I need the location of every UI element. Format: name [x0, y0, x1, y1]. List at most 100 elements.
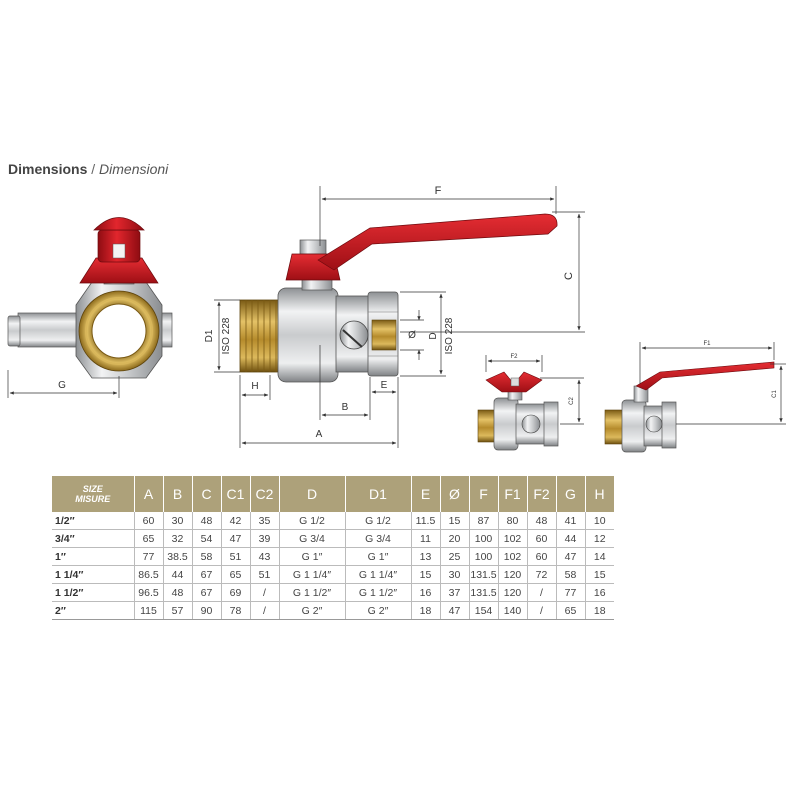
table-cell: 57	[163, 601, 193, 620]
table-cell: 51	[221, 547, 251, 566]
dim-label-D1: D1	[204, 329, 215, 342]
table-cell: G 1″	[279, 547, 346, 566]
table-cell: 65	[134, 529, 164, 548]
table-cell: 44	[163, 565, 193, 584]
table-cell: 35	[250, 512, 280, 530]
column-header: C2	[250, 476, 280, 512]
table-cell: 86.5	[134, 565, 164, 584]
table-cell: 44	[556, 529, 586, 548]
table-cell: 48	[163, 583, 193, 602]
column-header: A	[134, 476, 164, 512]
table-cell: G 3/4	[345, 529, 412, 548]
valve-side-view	[239, 213, 558, 383]
table-cell: 18	[585, 601, 614, 620]
table-cell: /	[250, 601, 280, 620]
dim-label-F1: F1	[703, 341, 711, 347]
dim-label-iso-right: ISO 228	[444, 317, 455, 354]
table-cell: 67	[192, 583, 222, 602]
table-cell: 54	[192, 529, 222, 548]
table-cell: 18	[411, 601, 441, 620]
column-header: G	[556, 476, 586, 512]
column-header: D1	[345, 476, 412, 512]
table-cell: 15	[411, 565, 441, 584]
table-cell: /	[250, 583, 280, 602]
column-header: F2	[527, 476, 557, 512]
table-cell: 58	[192, 547, 222, 566]
table-cell: 48	[527, 512, 557, 530]
table-cell: 102	[498, 529, 528, 548]
table-cell: 77	[134, 547, 164, 566]
table-cell: 32	[163, 529, 193, 548]
table-cell: 42	[221, 512, 251, 530]
table-cell: 15	[440, 512, 470, 530]
table-cell: G 2″	[345, 601, 412, 620]
table-cell: 77	[556, 583, 586, 602]
table-cell: 78	[221, 601, 251, 620]
table-cell: 16	[411, 583, 441, 602]
table-cell: 67	[192, 565, 222, 584]
dim-label-H: H	[251, 381, 258, 392]
table-cell: 140	[498, 601, 528, 620]
table-cell: 25	[440, 547, 470, 566]
table-cell: 120	[498, 565, 528, 584]
table-cell: 10	[585, 512, 614, 530]
table-cell: 60	[527, 547, 557, 566]
size-header-en: SIZE	[82, 484, 103, 494]
column-header: H	[585, 476, 615, 512]
table-cell: G 1 1/2″	[279, 583, 346, 602]
table-cell: 131.5	[469, 565, 499, 584]
size-header: SIZE MISURE	[52, 476, 135, 512]
table-cell: 47	[221, 529, 251, 548]
size-cell: 1/2″	[52, 512, 135, 530]
heading-separator: /	[87, 161, 100, 177]
table-cell: 51	[250, 565, 280, 584]
table-cell: 120	[498, 583, 528, 602]
table-cell: G 1/2	[279, 512, 346, 530]
table-cell: G 1/2	[345, 512, 412, 530]
table-cell: 12	[585, 529, 614, 548]
dim-label-iso-left: ISO 228	[221, 317, 232, 354]
table-cell: G 3/4	[279, 529, 346, 548]
table-cell: 58	[556, 565, 586, 584]
table-cell: 47	[440, 601, 470, 620]
table-cell: 60	[527, 529, 557, 548]
size-cell: 3/4″	[52, 529, 135, 548]
table-cell: /	[527, 601, 557, 620]
table-cell: 60	[134, 512, 164, 530]
dimensions-table: SIZE MISURE A B C C1 C2 D D1 E Ø F F1 F2…	[52, 476, 615, 620]
table-cell: 11.5	[411, 512, 441, 530]
table-cell: 90	[192, 601, 222, 620]
dim-label-phi: Ø	[408, 330, 416, 341]
table-cell: 48	[192, 512, 222, 530]
table-cell: 65	[221, 565, 251, 584]
dim-label-C2: C2	[569, 397, 575, 405]
size-cell: 2″	[52, 601, 135, 620]
table-cell: 115	[134, 601, 164, 620]
table-cell: 14	[585, 547, 614, 566]
table-cell: 41	[556, 512, 586, 530]
heading-sub: Dimensioni	[99, 161, 169, 177]
column-header: E	[411, 476, 441, 512]
table-cell: 13	[411, 547, 441, 566]
column-header: B	[163, 476, 193, 512]
table-cell: G 1 1/4″	[345, 565, 412, 584]
table-cell: 80	[498, 512, 528, 530]
dim-label-C: C	[563, 272, 575, 280]
table-cell: 131.5	[469, 583, 499, 602]
table-cell: 96.5	[134, 583, 164, 602]
column-header: C	[192, 476, 222, 512]
table-cell: 72	[527, 565, 557, 584]
column-header: F1	[498, 476, 528, 512]
table-cell: 65	[556, 601, 586, 620]
heading-main: Dimensions	[8, 161, 88, 177]
column-header: D	[279, 476, 346, 512]
dimension-lines	[7, 186, 786, 448]
table-cell: 102	[498, 547, 528, 566]
table-cell: 69	[221, 583, 251, 602]
table-cell: 38.5	[163, 547, 193, 566]
dim-label-C1: C1	[772, 390, 778, 398]
